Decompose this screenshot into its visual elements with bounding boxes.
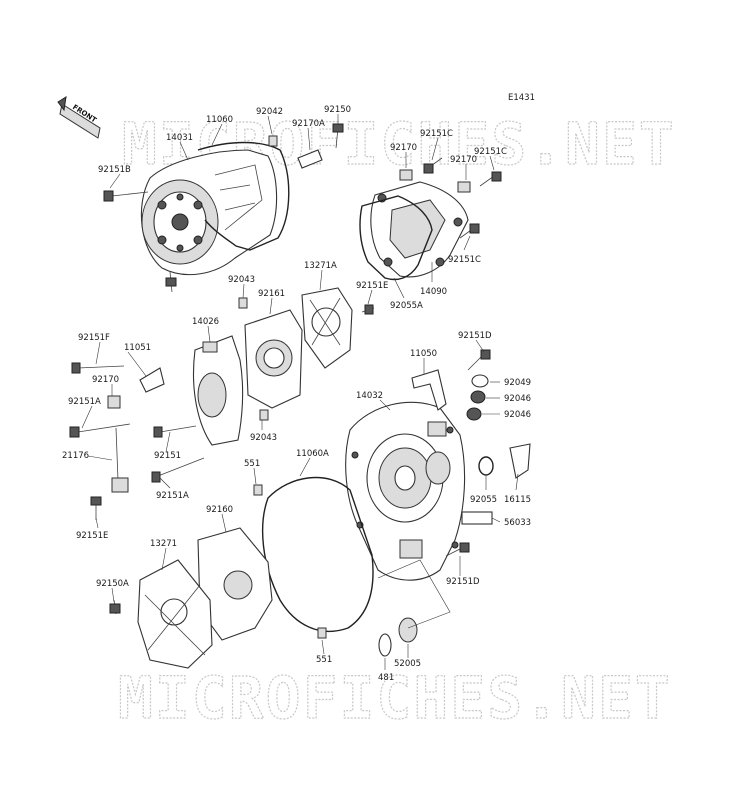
cover-14026 <box>192 335 244 446</box>
diagram-ref-code: E1431 <box>508 93 535 103</box>
part-label: 92170 <box>390 143 417 153</box>
bolt-92151E-bottom <box>90 496 102 520</box>
part-label: 92043 <box>228 275 255 285</box>
dowel-551-bottom <box>317 627 327 639</box>
part-label: 14031 <box>166 133 193 143</box>
part-label: 14032 <box>356 391 383 401</box>
damper-92170-c <box>107 395 121 409</box>
bolt-92151F <box>71 362 125 374</box>
gasket-92055A <box>359 195 433 281</box>
part-label: 11051 <box>124 343 151 353</box>
bolt-92151D-bottom <box>445 542 470 557</box>
damper-92170-a <box>399 169 413 181</box>
part-label: 14026 <box>192 317 219 327</box>
part-label: 14090 <box>420 287 447 297</box>
bolt-92151D-top <box>467 349 491 371</box>
part-label: 551 <box>316 655 332 665</box>
part-label: 13271 <box>150 539 177 549</box>
seal-92046-b <box>466 407 482 421</box>
part-labels: 11060 92042 92150 14031 92170A 92151B 92… <box>62 105 531 683</box>
part-label: 92151A <box>156 491 189 501</box>
part-label: 92151F <box>78 333 110 343</box>
part-label: 92161 <box>258 289 285 299</box>
washer-92049 <box>471 374 489 388</box>
part-label: 92170 <box>450 155 477 165</box>
bolt-92151C-a <box>423 157 443 174</box>
part-label: 11050 <box>410 349 437 359</box>
part-label: 92160 <box>206 505 233 515</box>
bolt-92151E-top <box>361 304 375 315</box>
part-label: 92055 <box>470 495 497 505</box>
dowel-92043-bottom <box>259 409 269 421</box>
generator-cover-14031 <box>140 149 278 276</box>
part-label: 92151D <box>446 577 480 587</box>
part-label: 92151C <box>420 129 453 139</box>
bolt-92151C-c <box>459 223 480 239</box>
gasket-13271A <box>301 287 353 369</box>
oring-92055 <box>478 456 494 476</box>
part-label: 92151E <box>356 281 388 291</box>
part-label: 92151B <box>98 165 131 175</box>
clamp-92170A <box>297 149 323 169</box>
part-label: 92042 <box>256 107 283 117</box>
part-label: 92151C <box>448 255 481 265</box>
plug-16115 <box>509 443 531 479</box>
cover-92161 <box>244 309 303 409</box>
leader-lines <box>81 114 519 670</box>
part-label: 21176 <box>62 451 89 461</box>
dowel-92043-top <box>238 297 248 309</box>
part-label: 92055A <box>390 301 423 311</box>
part-label: 481 <box>378 673 394 683</box>
part-label: 92151D <box>458 331 492 341</box>
part-label: 92150 <box>324 105 351 115</box>
ring-481 <box>378 633 392 657</box>
seal-92046-a <box>470 390 486 404</box>
part-label: 92151 <box>154 451 181 461</box>
part-label: 92049 <box>504 378 531 388</box>
cover-14090 <box>370 181 469 278</box>
sensor-21176 <box>111 427 129 493</box>
bolt-92151 <box>153 425 197 438</box>
bolt-92150A <box>109 599 121 615</box>
bracket-11051 <box>139 367 165 393</box>
clutch-cover-14032 <box>345 401 466 581</box>
gasket-13271 <box>137 559 213 669</box>
bolt-92151C-b <box>479 171 502 187</box>
dowel-551-top <box>253 484 263 496</box>
part-label: 92151C <box>474 147 507 157</box>
part-label: 92043 <box>250 433 277 443</box>
seal-52005 <box>398 617 418 643</box>
bolt-92151A-top <box>69 423 131 438</box>
part-label: 92150A <box>96 579 129 589</box>
part-label: 56033 <box>504 518 531 528</box>
gasket-11060 <box>197 141 290 251</box>
part-label: 11060 <box>206 115 233 125</box>
bolt-92151B-bottom <box>165 271 177 293</box>
part-label: 52005 <box>394 659 421 669</box>
bracket-11050 <box>411 369 447 411</box>
part-label: 551 <box>244 459 260 469</box>
part-label: 92046 <box>504 410 531 420</box>
bolt-92151B-top <box>103 190 149 202</box>
watermark-bottom: MICROFICHES.NET <box>118 664 672 732</box>
part-label: 92170A <box>292 119 325 129</box>
part-label: 11060A <box>296 449 329 459</box>
label-56033 <box>461 511 493 525</box>
part-label: 92151A <box>68 397 101 407</box>
part-label: 16115 <box>504 495 531 505</box>
front-arrow-icon: FRONT <box>57 95 101 139</box>
part-label: 92151E <box>76 531 108 541</box>
bolt-92151A-bottom <box>151 457 205 483</box>
dowel-92042 <box>268 135 278 147</box>
part-label: 92046 <box>504 394 531 404</box>
part-label: 13271A <box>304 261 337 271</box>
part-label: 92170 <box>92 375 119 385</box>
damper-92170-b <box>457 181 471 193</box>
